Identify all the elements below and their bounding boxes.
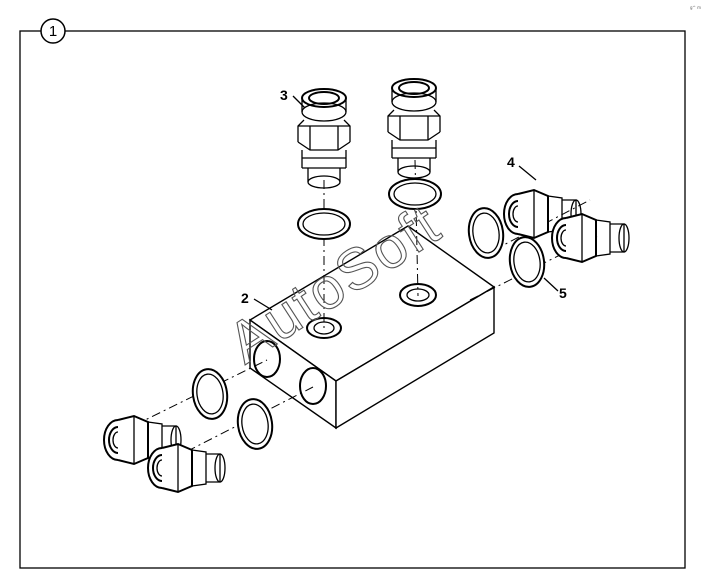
- figure-frame: [19, 30, 686, 569]
- oring-front-upper: [188, 365, 232, 423]
- part-label-5: 5: [559, 285, 567, 301]
- centerline-side-upper: [493, 199, 591, 251]
- leader-part-3: [292, 95, 306, 109]
- fitting-side-lower: [551, 213, 630, 263]
- centerline-front-upper: [134, 359, 268, 426]
- leader-part-2: [253, 298, 273, 311]
- fitting-top-left: [297, 88, 351, 189]
- leader-part-5: [543, 277, 559, 292]
- manifold-block: [248, 225, 496, 430]
- oring-front-lower: [233, 395, 277, 453]
- oring-top-left: [297, 208, 351, 240]
- fitting-top-right: [387, 78, 441, 179]
- oring-side-upper: [464, 204, 508, 262]
- part-label-2: 2: [241, 290, 249, 306]
- oring-side-lower: [505, 233, 549, 291]
- leader-part-4: [518, 165, 537, 181]
- figure-callout-number: 1: [49, 23, 57, 40]
- corner-mark: g^ m: [690, 5, 701, 10]
- figure-callout-circle: [40, 18, 66, 44]
- fitting-front-lower: [147, 443, 226, 493]
- part-label-4: 4: [507, 154, 515, 170]
- part-label-3: 3: [280, 87, 288, 103]
